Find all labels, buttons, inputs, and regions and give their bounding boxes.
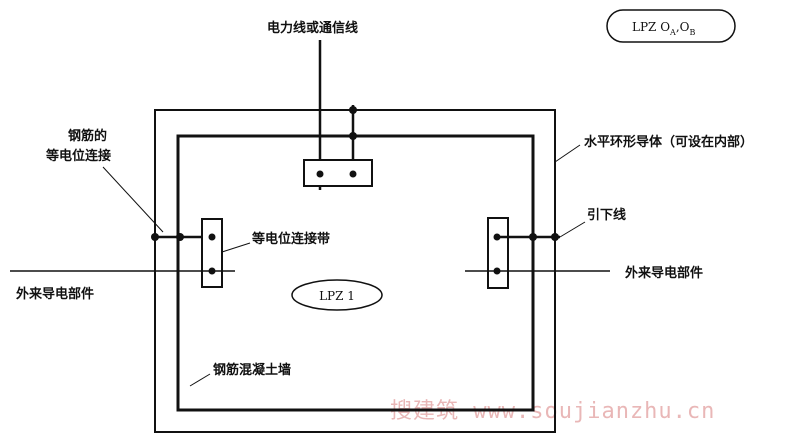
junction-dot (349, 132, 357, 140)
lpz0-sub-b: B (689, 28, 695, 37)
junction-dot (151, 233, 159, 241)
right-bonding-bar (487, 217, 509, 289)
junction-dot (529, 233, 537, 241)
leader-line (554, 144, 581, 163)
external-conductor-right-label: 外来导电部件 (624, 265, 703, 281)
junction-dot (176, 233, 184, 241)
concrete-wall-label: 钢筋混凝土墙 (213, 362, 291, 378)
leader-line (189, 373, 211, 387)
rebar-bonding-label-1: 钢筋的 (68, 128, 107, 144)
left-bonding-bar (201, 218, 223, 288)
leader-line (221, 242, 251, 253)
external-conductor-left-label: 外来导电部件 (15, 286, 94, 302)
junction-dot (551, 233, 559, 241)
lpz1-zone-oval (291, 279, 383, 311)
top-bonding-box (303, 159, 373, 187)
terminal-dot (208, 233, 216, 241)
lpz1-label: LPZ 1 (319, 289, 355, 303)
leader-line (559, 221, 586, 238)
rebar-bonding-label-2: 等电位连接 (45, 148, 111, 164)
lpz0-separator: ,O (676, 20, 690, 34)
terminal-dot (349, 170, 357, 178)
bonding-bar-label: 等电位连接带 (251, 231, 330, 247)
lpz0-label: LPZ OA,OB (632, 20, 695, 37)
horizontal-ring-label: 水平环形导体（可设在内部） (584, 134, 753, 150)
power-line-label: 电力线或通信线 (267, 20, 358, 36)
down-conductor-label: 引下线 (587, 207, 626, 223)
lpz0-sub-a: A (669, 28, 676, 37)
junction-dot (349, 106, 357, 114)
lpz0-zone-oval (606, 9, 736, 43)
lpz0-main: LPZ O (632, 20, 670, 34)
leader-line (102, 166, 164, 233)
terminal-dot (316, 170, 324, 178)
